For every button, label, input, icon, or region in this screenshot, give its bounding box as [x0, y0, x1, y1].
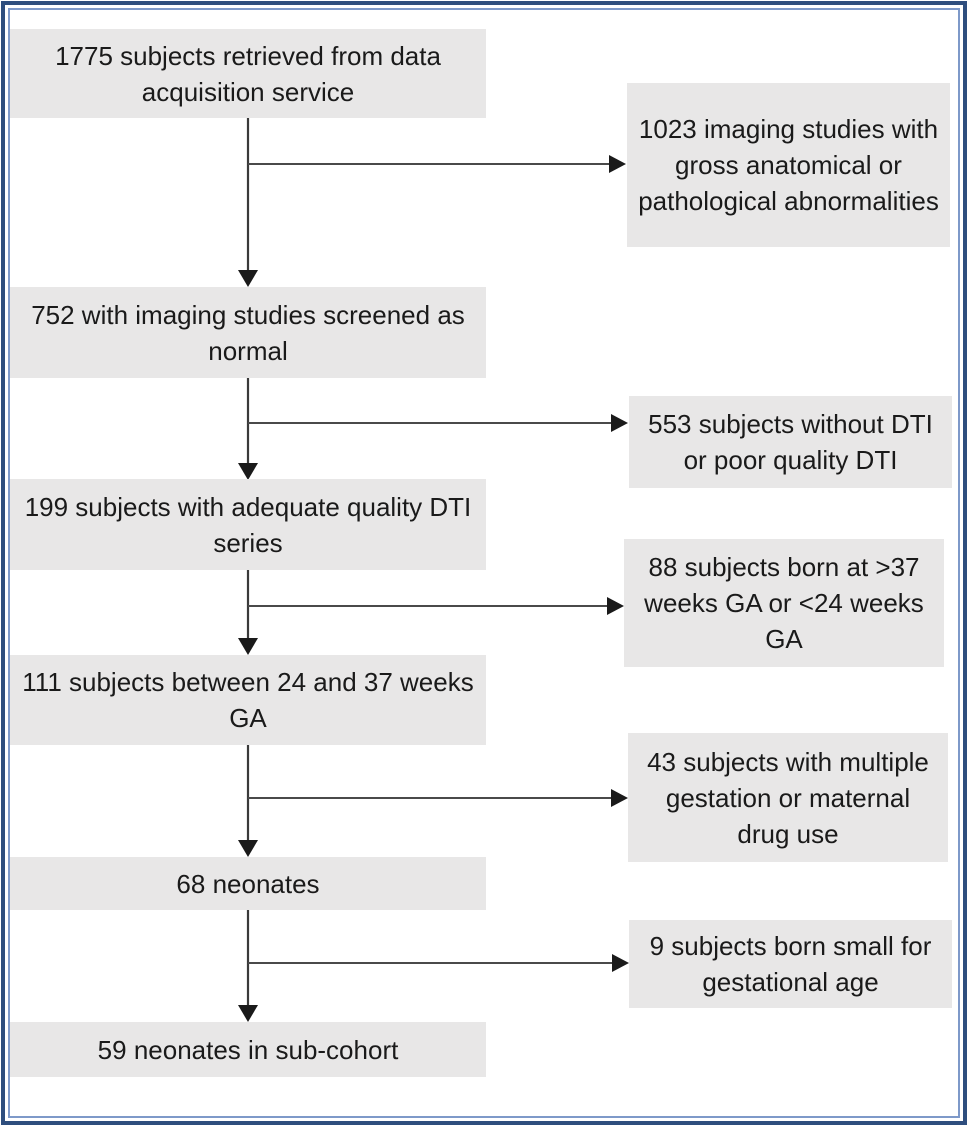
arrow-down-2 [238, 378, 258, 480]
subcohort-label: 59 neonates in sub-cohort [97, 1034, 399, 1065]
subcohort-box: 59 neonates in sub-cohort [10, 1022, 486, 1077]
arrow-down-3 [238, 570, 258, 655]
arrow-branch-1 [248, 155, 626, 173]
screened-normal-label: 752 with imaging studies screened as nor… [31, 299, 465, 366]
arrow-branch-2 [248, 414, 628, 432]
neonates-label: 68 neonates [176, 868, 320, 899]
ga-exclusion-label: 88 subjects born at >37 weeks GA or <24 … [644, 552, 924, 654]
screened-normal-box: 752 with imaging studies screened as nor… [10, 287, 486, 378]
arrow-down-1 [238, 118, 258, 287]
arrow-branch-3 [248, 597, 624, 615]
arrow-down-4 [238, 745, 258, 857]
ga-range-box: 111 subjects between 24 and 37 weeks GA [10, 655, 486, 745]
sga-exclusion-box: 9 subjects born small for gestational ag… [629, 920, 952, 1008]
arrow-branch-5 [248, 954, 629, 972]
no-dti-exclusion-label: 553 subjects without DTI or poor quality… [648, 409, 933, 475]
sga-exclusion-label: 9 subjects born small for gestational ag… [649, 931, 932, 997]
adequate-dti-label: 199 subjects with adequate quality DTI s… [24, 491, 472, 558]
gestation-drug-exclusion-box: 43 subjects with multiple gestation or m… [628, 733, 948, 862]
ga-range-label: 111 subjects between 24 and 37 weeks GA [22, 667, 474, 733]
gestation-drug-exclusion-label: 43 subjects with multiple gestation or m… [647, 746, 929, 849]
adequate-dti-box: 199 subjects with adequate quality DTI s… [10, 479, 486, 570]
subjects-retrieved-label: 1775 subjects retrieved from data acquis… [55, 40, 441, 107]
arrow-branch-4 [248, 789, 628, 807]
abnormalities-exclusion-label: 1023 imaging studies with gross anatomic… [638, 114, 939, 216]
ga-exclusion-box: 88 subjects born at >37 weeks GA or <24 … [624, 539, 944, 667]
neonates-box: 68 neonates [10, 857, 486, 910]
arrow-down-5 [238, 910, 258, 1022]
subjects-retrieved-box: 1775 subjects retrieved from data acquis… [10, 29, 486, 118]
abnormalities-exclusion-box: 1023 imaging studies with gross anatomic… [627, 83, 950, 247]
no-dti-exclusion-box: 553 subjects without DTI or poor quality… [629, 396, 952, 488]
